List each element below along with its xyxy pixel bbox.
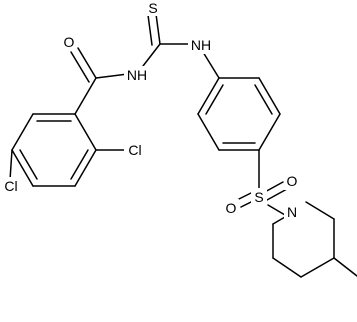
bond-carbonyl-nh xyxy=(95,73,129,79)
bond-pip-f xyxy=(272,216,286,225)
chlorine-para-label: Cl xyxy=(4,178,17,194)
bond-so-1b xyxy=(266,188,288,201)
bond-carbonyl-o-2 xyxy=(70,51,90,83)
nitrogen-piperidine-label: N xyxy=(287,204,297,220)
bond-ring2-f xyxy=(197,77,220,115)
atom-sulfur-thio: S xyxy=(145,0,161,16)
bond-pip-a xyxy=(305,201,335,220)
bond-thio-s-2 xyxy=(147,14,153,46)
sulfur-sulfonyl-label: S xyxy=(254,189,263,205)
bond-ring2-e xyxy=(197,113,220,151)
atom-sulfur-sulfonyl: S xyxy=(251,188,267,206)
bond-ring2-b xyxy=(258,77,281,115)
sulfur-thio-label: S xyxy=(148,0,157,16)
nh-amine-label: NH xyxy=(191,37,211,53)
bond-nh-thiocarbonyl xyxy=(142,43,161,67)
bond-pip-c xyxy=(300,257,335,278)
bond-ring1-e xyxy=(74,149,97,187)
bond-so-2a xyxy=(236,192,252,201)
atom-oxygen-sulfonyl-1: O xyxy=(284,172,300,190)
oxygen-carbonyl-label: O xyxy=(64,34,75,50)
bond-c-cl-para xyxy=(9,149,13,181)
atom-chlorine-para: Cl xyxy=(0,177,22,195)
bond-ring2-b-inner xyxy=(254,84,273,115)
bond-ring2-c xyxy=(258,113,281,151)
nh-amide-label: NH xyxy=(127,67,147,83)
bond-ring1-e-inner xyxy=(70,149,89,180)
bond-ring1-c xyxy=(11,149,34,187)
atom-labels: O S NH NH Cl Cl S O xyxy=(0,0,300,221)
atom-nh-amide: NH xyxy=(124,66,150,84)
atom-chlorine-ortho: Cl xyxy=(124,141,146,159)
bond-ring1-b xyxy=(11,113,34,151)
bond-carbonyl-ring xyxy=(74,77,97,115)
chlorine-ortho-label: Cl xyxy=(128,142,141,158)
bond-methyl xyxy=(333,257,357,277)
bond-carbonyl-o-1 xyxy=(77,47,97,79)
atom-nh-amine: NH xyxy=(188,36,214,54)
atom-oxygen-carbonyl: O xyxy=(61,33,77,51)
oxygen-sulfonyl-1-label: O xyxy=(287,173,298,189)
bonds xyxy=(9,13,357,278)
bond-ring2-f-inner xyxy=(205,84,224,115)
bond-s-n xyxy=(267,204,286,216)
bond-ring1-c-inner xyxy=(19,149,38,180)
bond-thio-s-1 xyxy=(155,13,161,45)
bond-ring1-f xyxy=(74,113,97,151)
bond-nh-phenyl xyxy=(202,51,220,79)
atom-nitrogen-piperidine: N xyxy=(284,203,300,221)
atom-oxygen-sulfonyl-2: O xyxy=(223,199,239,217)
bond-pip-d xyxy=(272,257,302,278)
oxygen-sulfonyl-2-label: O xyxy=(226,200,237,216)
